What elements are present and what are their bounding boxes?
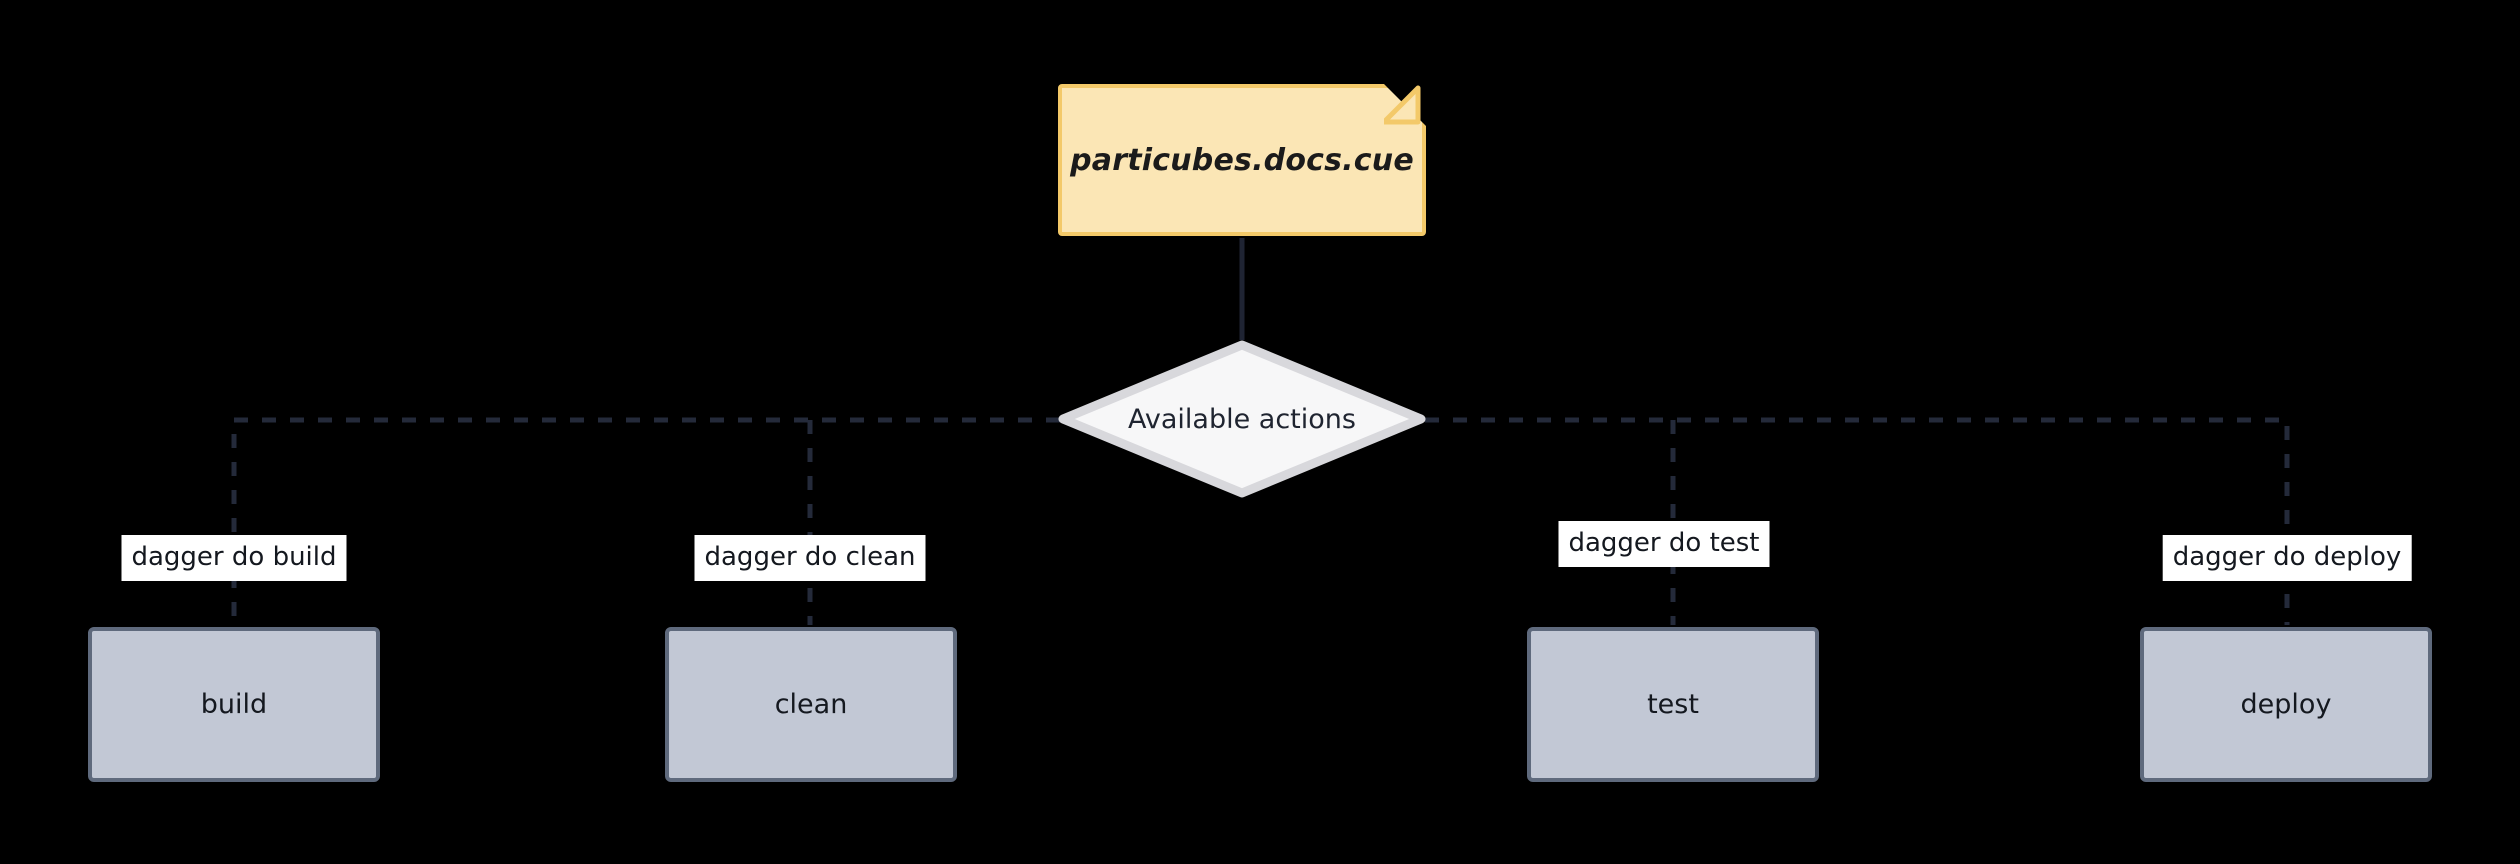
edge-label-test: dagger do test [1558, 521, 1770, 567]
node-clean[interactable]: clean [665, 627, 957, 782]
decision-label: Available actions [1128, 403, 1356, 435]
node-build[interactable]: build [88, 627, 380, 782]
node-clean-label: clean [774, 689, 848, 720]
node-deploy[interactable]: deploy [2140, 627, 2432, 782]
edge-trunk-right [1425, 417, 2290, 625]
edge-label-deploy: dagger do deploy [2162, 535, 2412, 581]
edge-label-deploy-text: dagger do deploy [2172, 542, 2402, 572]
edge-label-clean: dagger do clean [694, 535, 926, 581]
node-test[interactable]: test [1527, 627, 1819, 782]
edge-label-build: dagger do build [121, 535, 347, 581]
edge-label-test-text: dagger do test [1568, 528, 1760, 558]
source-file-note[interactable]: particubes.docs.cue [1058, 84, 1426, 236]
note-folded-corner-icon [1384, 84, 1426, 126]
edge-trunk-left [231, 417, 1060, 625]
source-file-note-label: particubes.docs.cue [1070, 142, 1414, 178]
decision-shape [1058, 340, 1426, 498]
decision-available-actions[interactable]: Available actions [1057, 339, 1427, 499]
edge-label-clean-text: dagger do clean [704, 542, 916, 572]
edge-label-build-text: dagger do build [131, 542, 337, 572]
node-build-label: build [200, 689, 268, 720]
node-deploy-label: deploy [2240, 689, 2332, 720]
node-test-label: test [1647, 689, 1699, 720]
